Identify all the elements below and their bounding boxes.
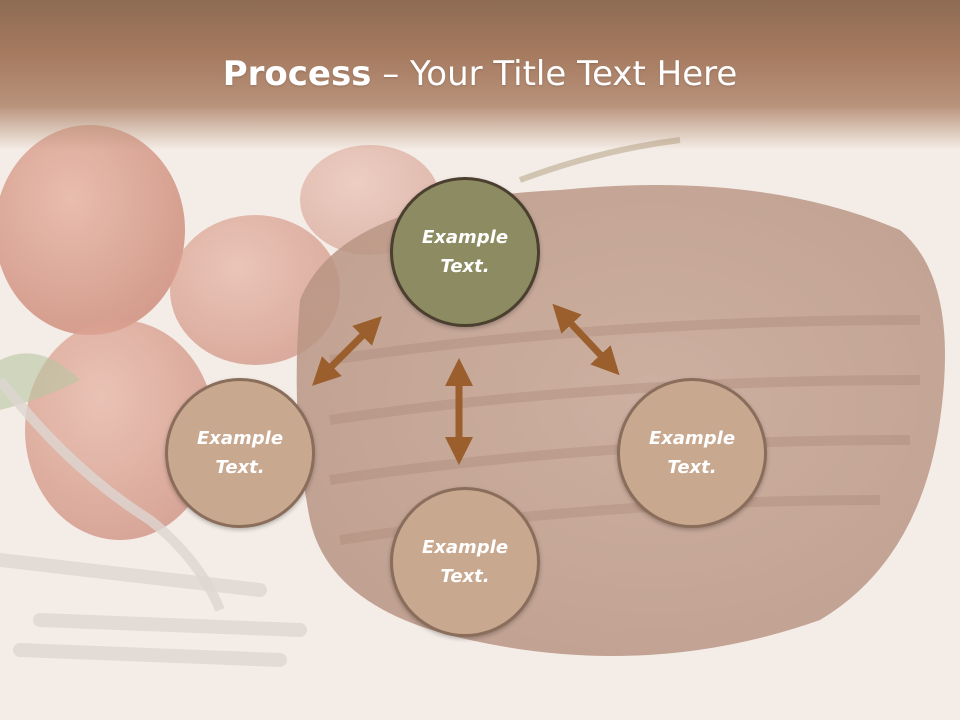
process-node-bottom: Example Text. (390, 487, 540, 637)
title-banner (0, 0, 960, 150)
node-label: Example Text. (421, 537, 509, 587)
node-label: Example Text. (648, 428, 736, 478)
title-rest: – Your Title Text Here (371, 54, 738, 94)
node-label: Example Text. (421, 227, 509, 277)
title-bold: Process (222, 54, 372, 94)
process-node-center: Example Text. (390, 177, 540, 327)
node-label: Example Text. (196, 428, 284, 478)
slide-title: Process – Your Title Text Here (0, 52, 960, 96)
arrow-center-right (552, 303, 620, 376)
process-node-left: Example Text. (165, 378, 315, 528)
arrow-center-left (312, 316, 382, 386)
process-node-right: Example Text. (617, 378, 767, 528)
